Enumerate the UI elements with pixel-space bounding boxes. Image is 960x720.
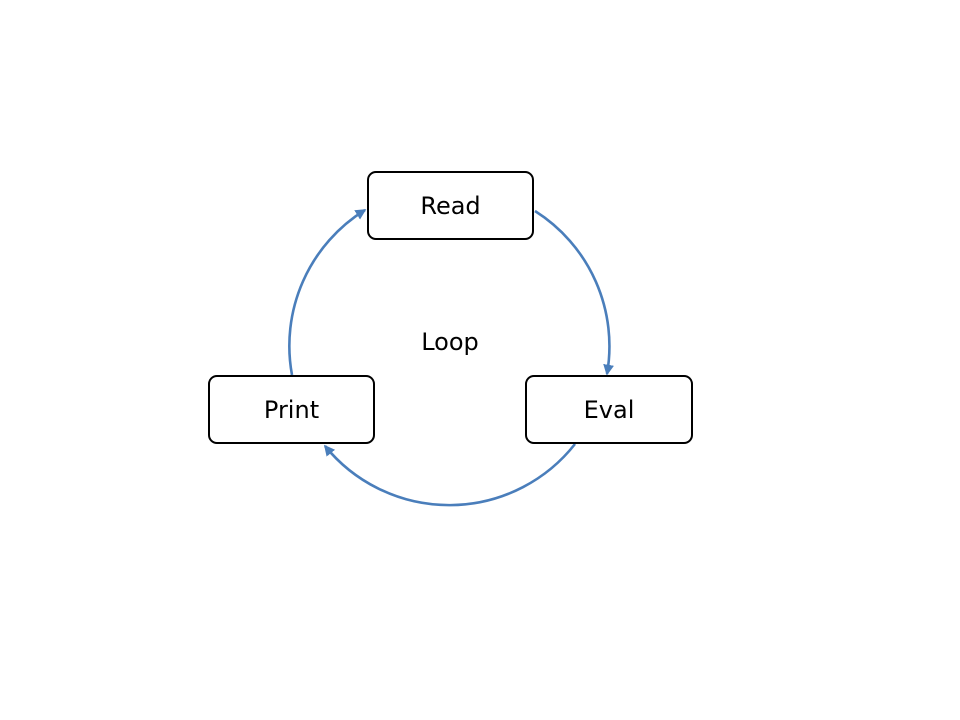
print-node-label: Print [263, 395, 320, 424]
arrow-read-to-eval [534, 209, 614, 376]
loop-label: Loop [421, 328, 479, 356]
read-node-label: Read [420, 191, 481, 220]
arrow-eval-to-print [323, 443, 577, 507]
eval-node: Eval [525, 375, 693, 444]
eval-node-label: Eval [583, 395, 635, 424]
print-node: Print [208, 375, 375, 444]
read-node: Read [367, 171, 534, 240]
arrow-print-to-read [288, 208, 367, 376]
